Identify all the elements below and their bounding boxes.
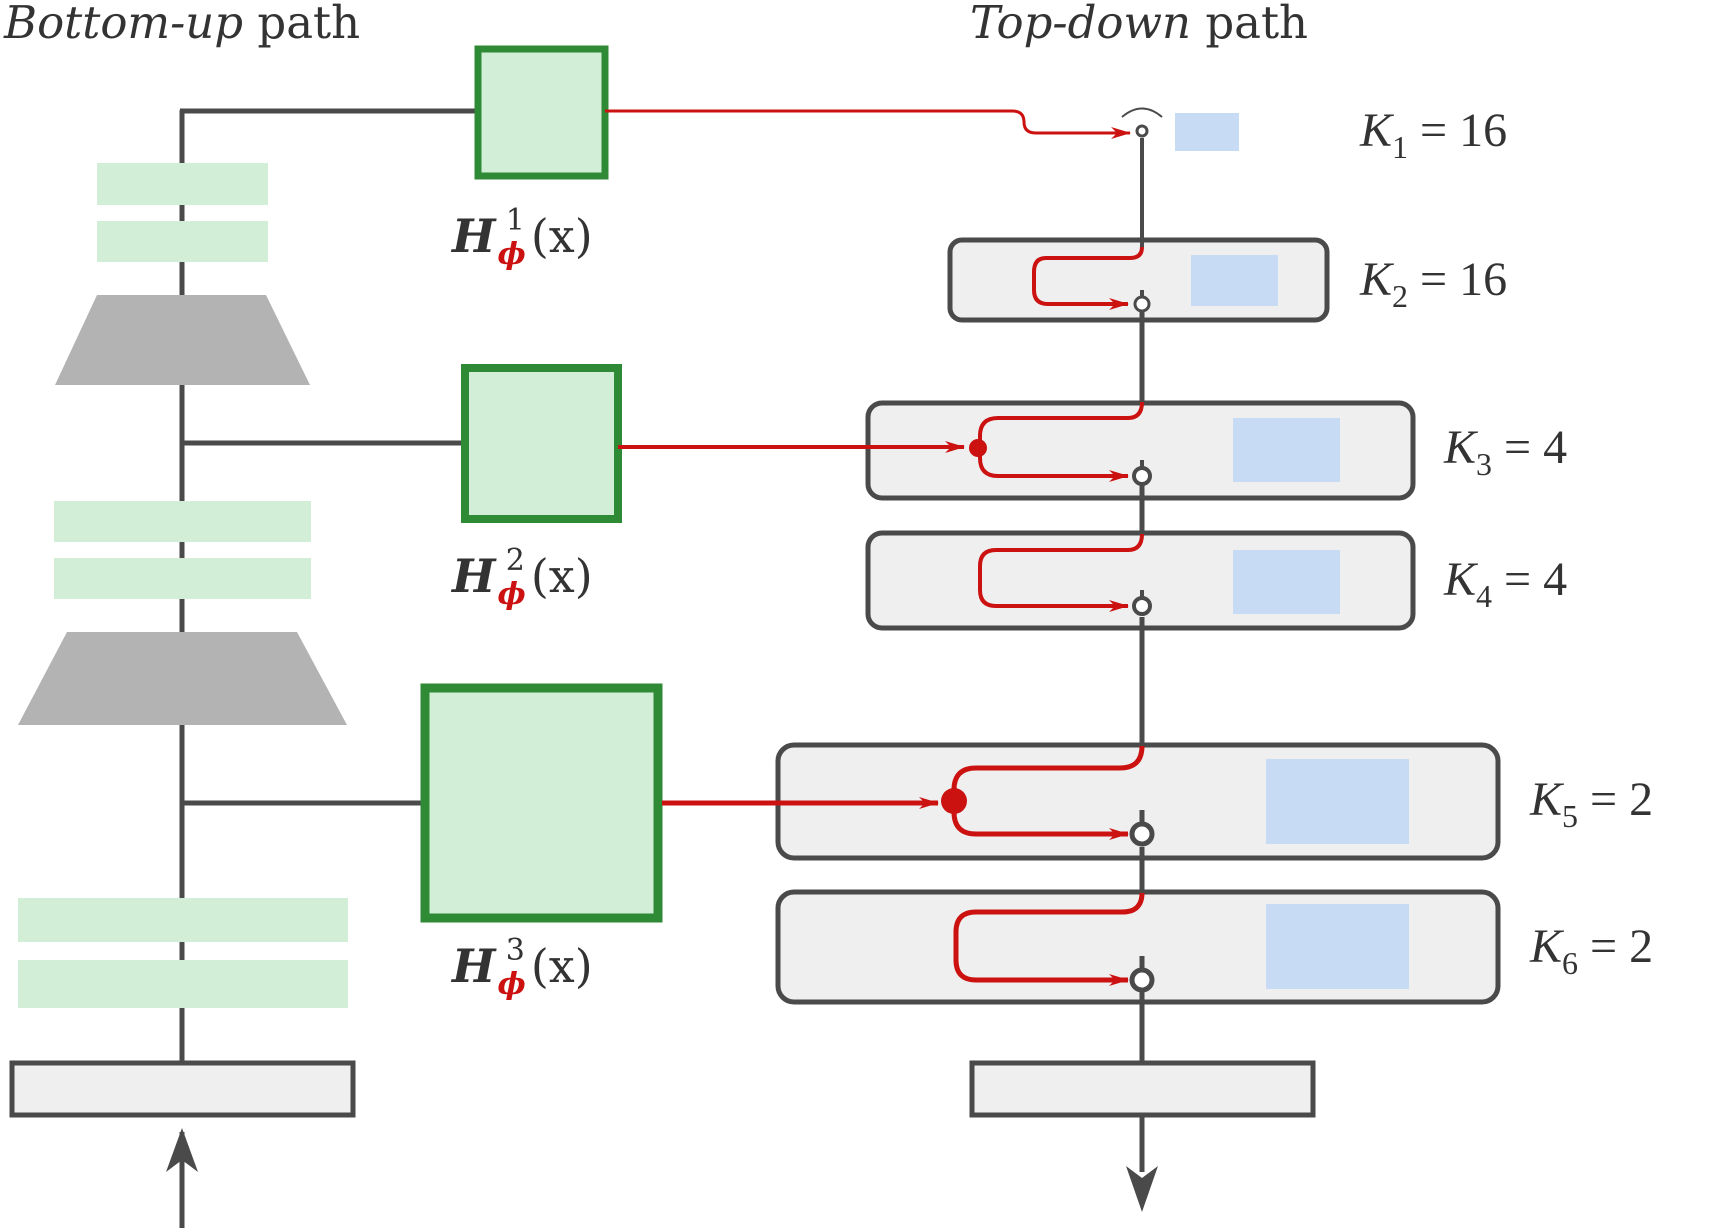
downsample-block	[18, 632, 347, 725]
encoder-box-3	[420, 683, 663, 923]
k-label-1: K1 = 16	[1359, 104, 1507, 165]
feature-layer	[54, 501, 311, 542]
level-labels: K1 = 16 K2 = 16 K3 = 4 K4 = 4 K5 = 2 K6 …	[1359, 104, 1653, 981]
flow-arrow-5	[951, 745, 1145, 840]
merge-dot-3	[941, 788, 967, 814]
feature-layer	[18, 960, 348, 1008]
encoder-label-3: Hϕ3(x)	[450, 933, 593, 1002]
encoder-box-2	[461, 364, 622, 523]
downsample-block	[55, 295, 310, 385]
sample-node-3	[1132, 466, 1152, 486]
feature-layer	[18, 898, 348, 942]
sample-node-2	[1133, 295, 1151, 313]
top-down-title: Top-down path	[970, 0, 1308, 49]
prior-arrow-1	[605, 109, 1131, 139]
flow-arrow-4	[978, 533, 1144, 612]
bottom-up-title: Bottom-up path	[3, 0, 360, 49]
encoder-label-2: Hϕ2(x)	[450, 543, 593, 612]
sample-node-4	[1132, 596, 1152, 616]
encoder-heads: Hϕ1(x) Hϕ2(x) Hϕ3(x)	[420, 45, 663, 1002]
k-label-2: K2 = 16	[1359, 253, 1507, 314]
flow-arrow-6	[953, 892, 1145, 986]
sample-node-1	[1135, 124, 1149, 138]
k-label-6: K6 = 2	[1529, 920, 1653, 981]
sample-node-5	[1129, 821, 1155, 847]
feature-layer	[54, 558, 311, 599]
latent-rep-2	[1191, 255, 1278, 306]
top-down-path	[605, 107, 1501, 1212]
latent-rep-6	[1266, 904, 1409, 989]
latent-rep-3	[1233, 418, 1340, 482]
flow-arrow-2	[1032, 246, 1144, 310]
output-arrow-head	[1126, 1166, 1158, 1212]
k-label-4: K4 = 4	[1443, 553, 1567, 614]
k-label-3: K3 = 4	[1443, 421, 1567, 482]
encoder-box-1	[474, 45, 609, 180]
sample-node-6	[1129, 967, 1155, 993]
feature-layer	[97, 163, 268, 205]
output-block	[969, 1060, 1316, 1118]
latent-rep-5	[1266, 759, 1409, 844]
latent-rep-1	[1175, 113, 1239, 151]
sample-curl-icon	[1121, 107, 1163, 118]
encoder-label-1: Hϕ1(x)	[450, 203, 593, 272]
bottom-up-path	[9, 108, 478, 1228]
flow-arrow-3	[978, 401, 1144, 482]
k-label-5: K5 = 2	[1529, 773, 1653, 834]
input-arrow-head	[166, 1128, 198, 1172]
feature-layer	[97, 221, 268, 262]
latent-rep-4	[1233, 550, 1340, 614]
input-block	[9, 1060, 356, 1118]
merge-dot-2	[969, 439, 987, 457]
